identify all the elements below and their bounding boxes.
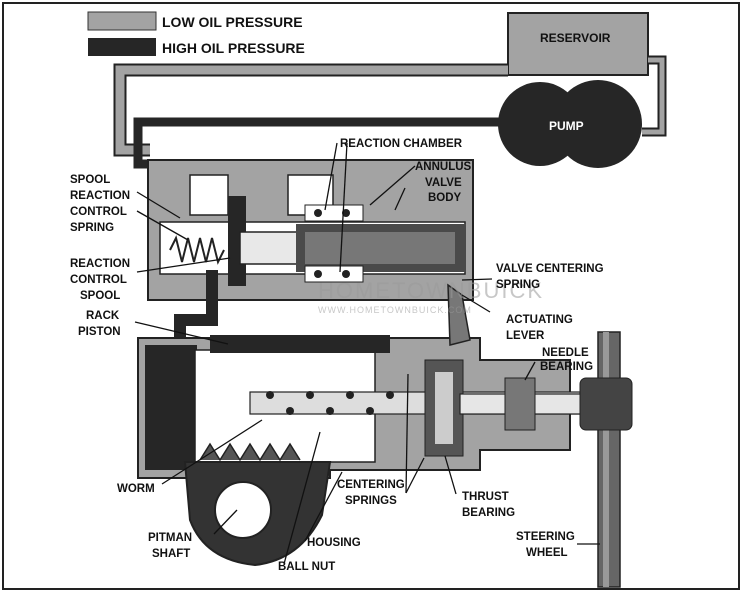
label-rcs-1: REACTION — [70, 258, 130, 270]
label-rcs-2: CONTROL — [70, 274, 127, 286]
label-rcs-3: SPOOL — [80, 290, 120, 302]
reservoir-pump-group: RESERVOIR PUMP — [113, 12, 667, 169]
label-pitman-1: PITMAN — [148, 532, 192, 544]
leader-lines — [134, 142, 600, 565]
label-spool-4: SPRING — [70, 222, 114, 234]
pump — [498, 80, 642, 168]
pump-label: PUMP — [549, 119, 584, 133]
label-spool-3: CONTROL — [70, 206, 127, 218]
watermark-url: WWW.HOMETOWNBUICK.COM — [318, 305, 472, 315]
label-steering-1: STEERING — [516, 531, 575, 543]
label-rack-2: PISTON — [78, 326, 121, 338]
label-needle-1: NEEDLE — [542, 347, 589, 359]
label-valve-body-2: BODY — [428, 192, 462, 204]
label-needle-2: BEARING — [540, 361, 593, 373]
spool-reaction-control-spring — [169, 235, 225, 265]
label-valve-centering-1: VALVE CENTERING — [496, 263, 604, 275]
label-annulus: ANNULUS — [415, 161, 472, 173]
valve-body — [147, 159, 474, 301]
label-centering-1: CENTERING — [337, 479, 405, 491]
label-valve-centering-2: SPRING — [496, 279, 540, 291]
label-actuating-1: ACTUATING — [506, 314, 573, 326]
reservoir — [507, 12, 649, 76]
label-reaction-chamber: REACTION CHAMBER — [340, 138, 463, 150]
label-spool-2: REACTION — [70, 190, 130, 202]
legend: LOW OIL PRESSURE HIGH OIL PRESSURE — [87, 11, 305, 56]
legend-swatch-low — [87, 11, 157, 31]
label-spool-1: SPOOL — [70, 174, 110, 186]
label-centering-2: SPRINGS — [345, 495, 397, 507]
label-thrust-2: BEARING — [462, 507, 515, 519]
label-pitman-2: SHAFT — [152, 548, 190, 560]
label-steering-2: WHEEL — [526, 547, 568, 559]
reservoir-label: RESERVOIR — [540, 31, 611, 45]
label-ball-nut: BALL NUT — [278, 561, 335, 573]
label-actuating-2: LEVER — [506, 330, 545, 342]
pitman-sector — [183, 442, 332, 567]
pitman-shaft — [214, 481, 272, 539]
label-thrust-1: THRUST — [462, 491, 509, 503]
legend-swatch-high — [88, 38, 156, 56]
watermark-brand: HOMETOWNBUICK — [318, 278, 544, 303]
label-worm: WORM — [117, 483, 155, 495]
piston-passage — [174, 270, 218, 350]
gear-housing — [137, 335, 601, 479]
legend-label-low: LOW OIL PRESSURE — [162, 14, 303, 30]
ball-nut-balls — [266, 391, 394, 415]
label-housing: HOUSING — [307, 537, 361, 549]
steering-column — [579, 331, 633, 588]
actuating-lever — [447, 283, 471, 346]
legend-label-high: HIGH OIL PRESSURE — [162, 40, 305, 56]
label-valve-body-1: VALVE — [425, 177, 462, 189]
label-rack-1: RACK — [86, 310, 120, 322]
